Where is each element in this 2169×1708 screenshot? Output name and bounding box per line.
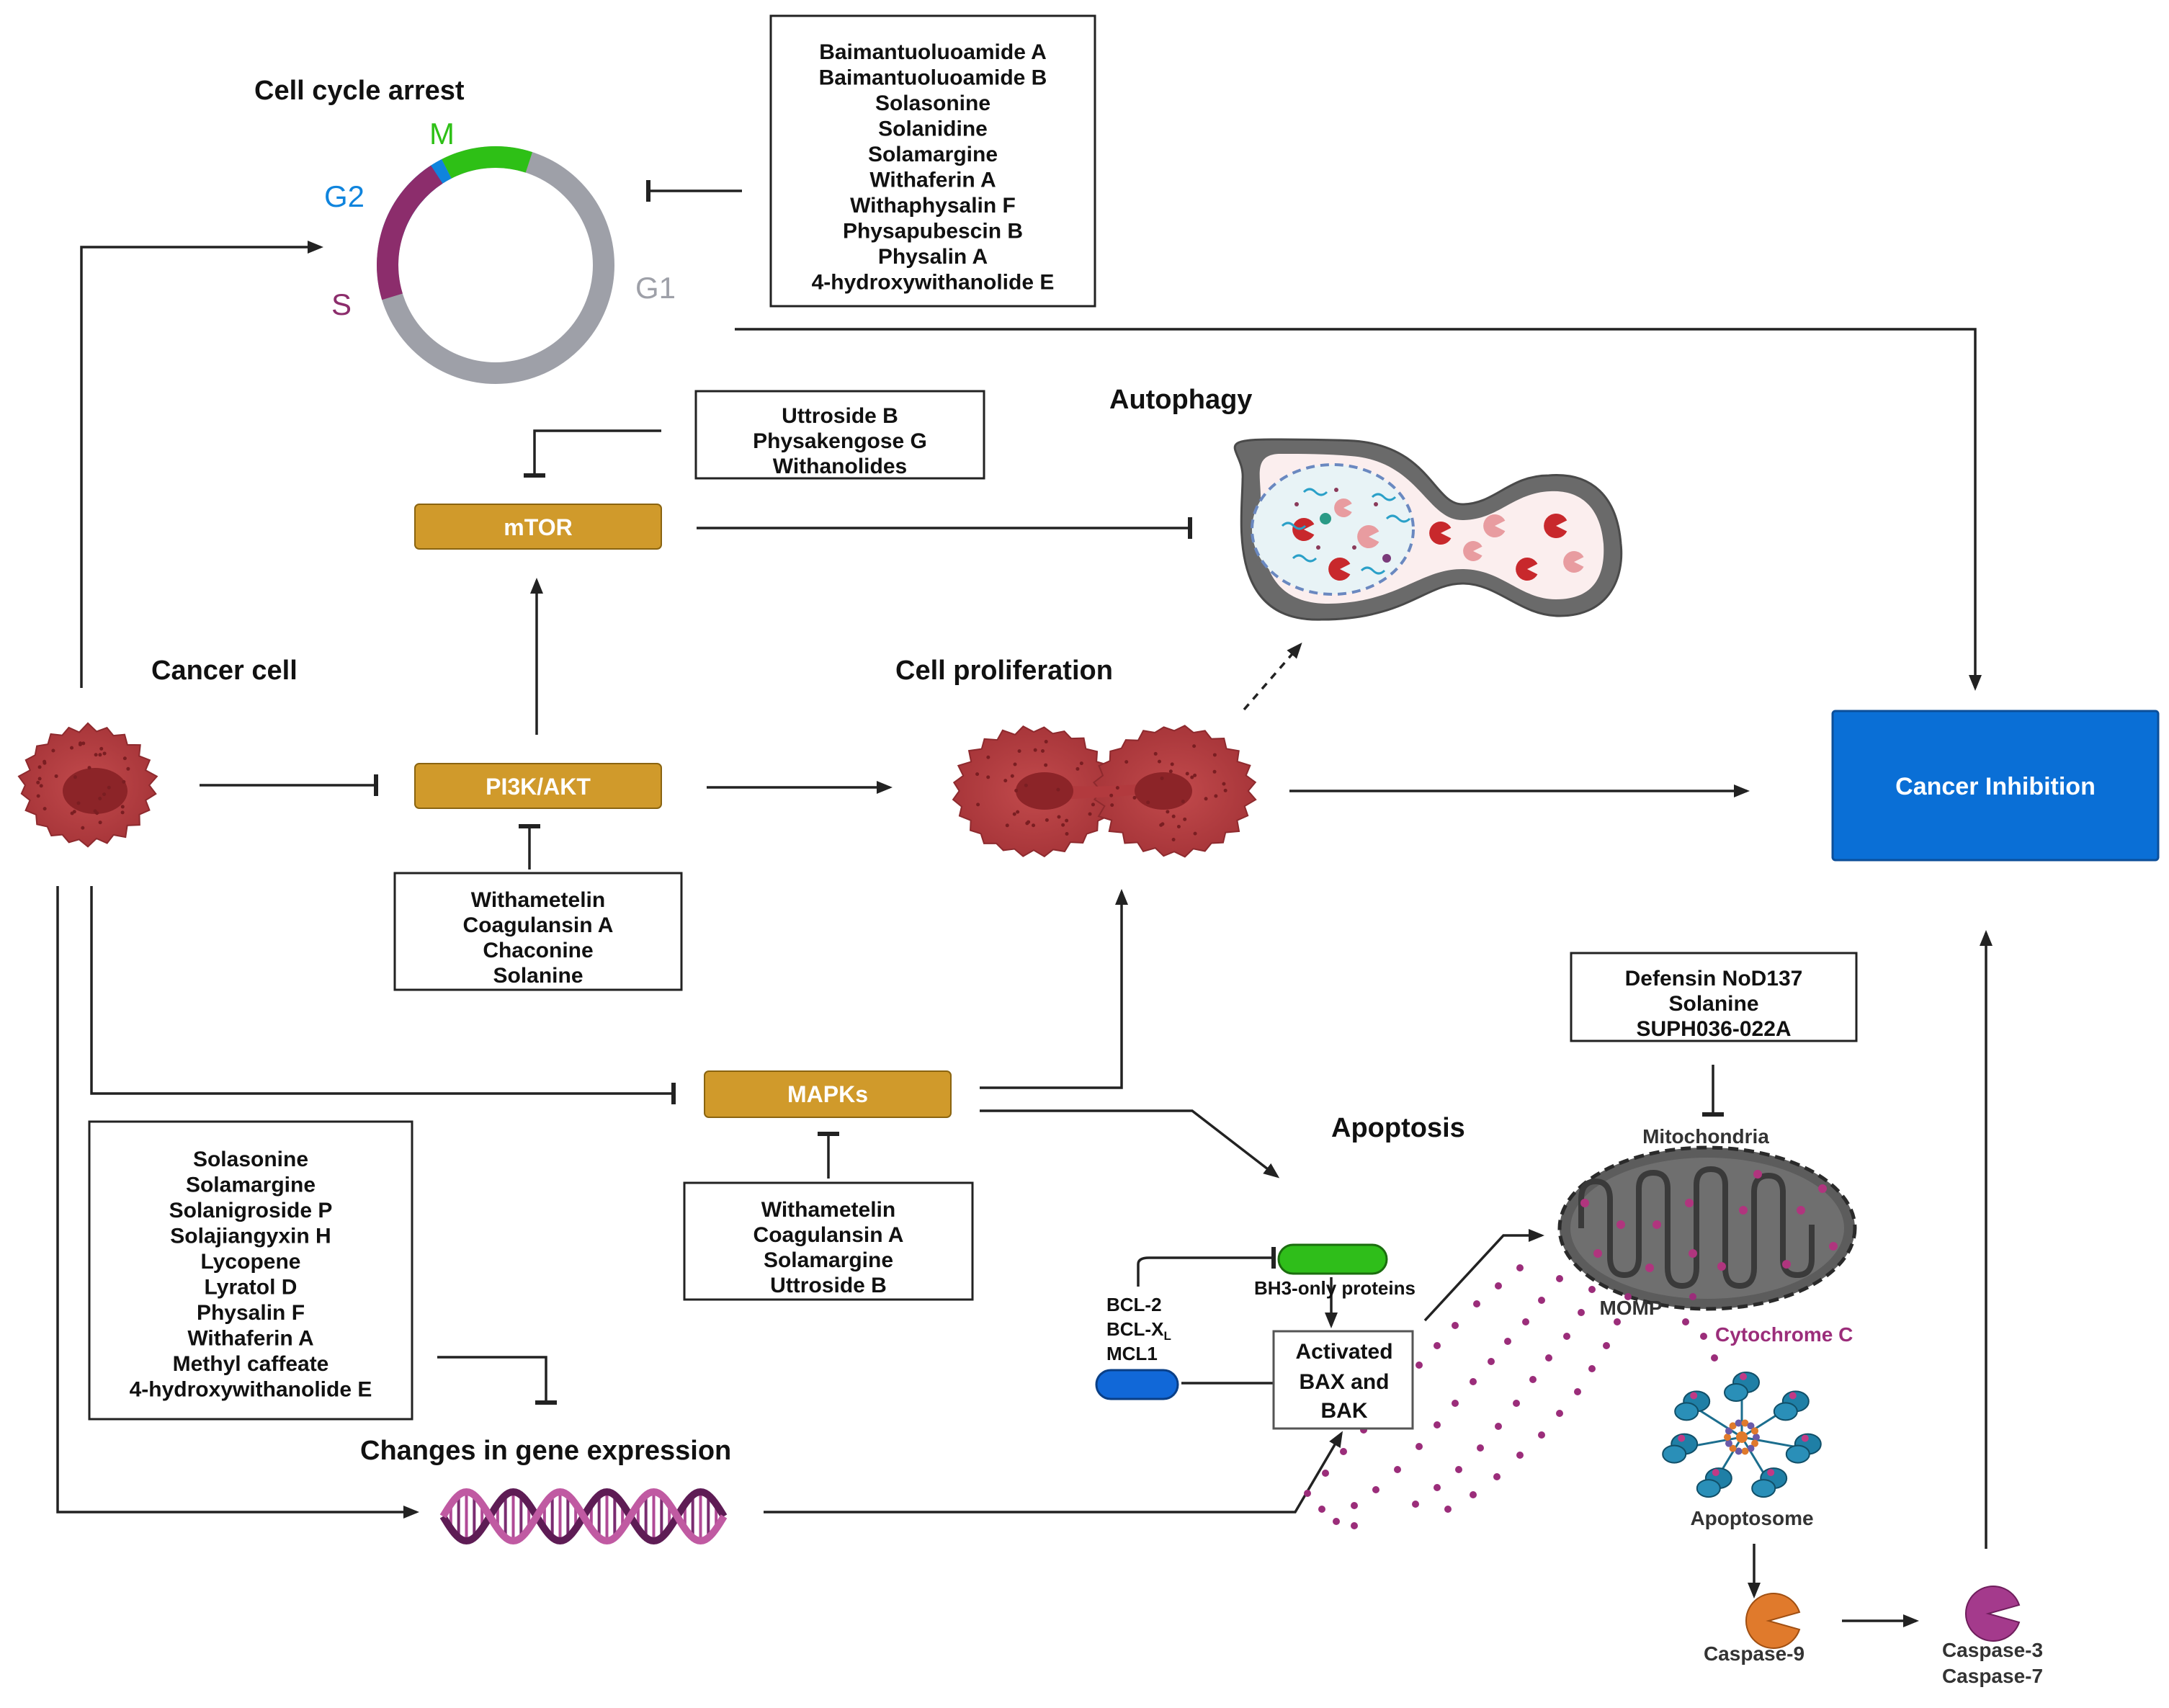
bax-bak-line1: Activated (1295, 1340, 1392, 1364)
cell-cycle-compound: 4-hydroxywithanolide E (812, 271, 1055, 295)
gene-compound: Solanigroside P (169, 1199, 333, 1222)
apoptosome-icon (1662, 1372, 1822, 1498)
gene-compound: Solamargine (186, 1173, 316, 1197)
apoptosis-title: Apoptosis (1331, 1113, 1465, 1143)
cell-cycle-compound: Baimantuoluoamide A (819, 40, 1047, 64)
dividing-cell-icon (952, 725, 1257, 858)
cancer-inhibition-box (1831, 710, 2160, 862)
mitochondria-icon (1557, 1145, 1857, 1311)
bax-bak-line2: BAX and (1299, 1370, 1389, 1394)
cytochrome-c-label: Cytochrome C (1715, 1323, 1853, 1346)
gene-expression-title: Changes in gene expression (360, 1436, 731, 1466)
caspase-9-label: Caspase-9 (1704, 1642, 1804, 1665)
mitochondria-compound: Defensin NoD137 (1625, 967, 1803, 991)
cell-cycle-compound: Physapubescin B (843, 220, 1023, 243)
caspase-3-7-icon (1964, 1586, 2021, 1642)
mapks-compound: Solamargine (764, 1248, 893, 1272)
cell-cycle-compound: Solasonine (875, 91, 990, 115)
mapks-compound: Coagulansin A (753, 1223, 904, 1247)
gene-compounds-box (88, 1120, 413, 1421)
bax-bak-box (1272, 1330, 1414, 1430)
cell-cycle-compound: Solanidine (878, 117, 988, 141)
mtor-compound: Uttroside B (782, 404, 898, 428)
caspase-7-label: Caspase-7 (1942, 1665, 2043, 1687)
gene-compound: 4-hydroxywithanolide E (130, 1378, 372, 1402)
mtor-compounds-box (694, 390, 985, 480)
bclxl-main: BCL-X (1106, 1318, 1164, 1340)
pi3k-compound: Solanine (493, 964, 583, 988)
pi3k-compounds-box (393, 872, 683, 991)
bh3-only-label: BH3-only proteins (1254, 1277, 1416, 1299)
bclxl-label: BCL-XL (1106, 1318, 1171, 1343)
phase-m-label: M (429, 117, 455, 151)
cell-proliferation-title: Cell proliferation (895, 656, 1113, 686)
cytochrome-c-particles (1304, 1264, 1718, 1529)
mitochondria-label: Mitochondria (1642, 1125, 1769, 1148)
mitochondria-compound: SUPH036-022A (1636, 1017, 1791, 1041)
cell-cycle-compound: Solamargine (868, 143, 998, 166)
phase-g2-label: G2 (324, 179, 365, 213)
bclxl-subscript: L (1163, 1329, 1171, 1343)
mcl1-label: MCL1 (1106, 1343, 1158, 1364)
caspase-9-icon (1745, 1593, 1801, 1649)
pi3k-akt-label: PI3K/AKT (486, 774, 591, 800)
apoptosome-label: Apoptosome (1690, 1507, 1813, 1529)
cancer-cell-title: Cancer cell (151, 656, 298, 686)
gene-compound: Lycopene (201, 1250, 301, 1274)
cell-cycle-arrest-title: Cell cycle arrest (254, 76, 465, 106)
pi3k-compound: Withametelin (471, 888, 605, 912)
cell-cycle-compound: Withaphysalin F (850, 194, 1016, 218)
bh3-only-protein-pill (1277, 1243, 1388, 1275)
gene-compound: Methyl caffeate (173, 1352, 329, 1376)
pi3k-compound: Chaconine (483, 939, 593, 962)
connectors (56, 180, 1993, 1627)
mapks-compound: Withametelin (761, 1198, 895, 1222)
bcl-protein-pill (1095, 1369, 1179, 1400)
dna-helix-icon (439, 1488, 728, 1545)
cell-cycle-ring (377, 146, 614, 384)
mapks-compound: Uttroside B (770, 1274, 887, 1297)
pi3k-compound: Coagulansin A (463, 913, 614, 937)
bax-bak-line3: BAK (1321, 1399, 1368, 1423)
gene-compound: Withaferin A (187, 1327, 313, 1351)
phase-s-label: S (331, 287, 352, 321)
cancer-inhibition-label: Cancer Inhibition (1895, 773, 2096, 800)
momp-label: MOMP (1599, 1297, 1662, 1319)
cell-cycle-compounds-box (769, 14, 1096, 308)
mtor-box (414, 504, 662, 550)
mapks-box (704, 1070, 952, 1118)
pi3k-akt-box (414, 763, 662, 809)
cancer-cell-icon (17, 722, 158, 848)
gene-compound: Physalin F (197, 1301, 305, 1325)
cell-cycle-compound: Baimantuoluoamide B (819, 66, 1047, 90)
cell-cycle-compound: Physalin A (878, 245, 988, 269)
mapks-label: MAPKs (787, 1081, 868, 1107)
bcl2-label: BCL-2 (1106, 1294, 1162, 1315)
gene-compound: Solajiangyxin H (170, 1225, 331, 1248)
caspase-3-label: Caspase-3 (1942, 1639, 2043, 1661)
autophagosome-icon (1233, 438, 1623, 621)
mitochondria-compound: Solanine (1668, 992, 1758, 1016)
cell-cycle-compound: Withaferin A (869, 169, 996, 192)
mtor-compound: Withanolides (773, 455, 907, 478)
mapks-compounds-box (683, 1181, 974, 1301)
phase-g1-label: G1 (635, 271, 676, 305)
gene-compound: Solasonine (193, 1148, 308, 1171)
gene-compound: Lyratol D (205, 1276, 298, 1300)
mitochondria-compounds-box (1570, 952, 1858, 1042)
mtor-label: mTOR (504, 514, 572, 540)
autophagy-title: Autophagy (1109, 385, 1252, 415)
mtor-compound: Physakengose G (753, 429, 927, 453)
